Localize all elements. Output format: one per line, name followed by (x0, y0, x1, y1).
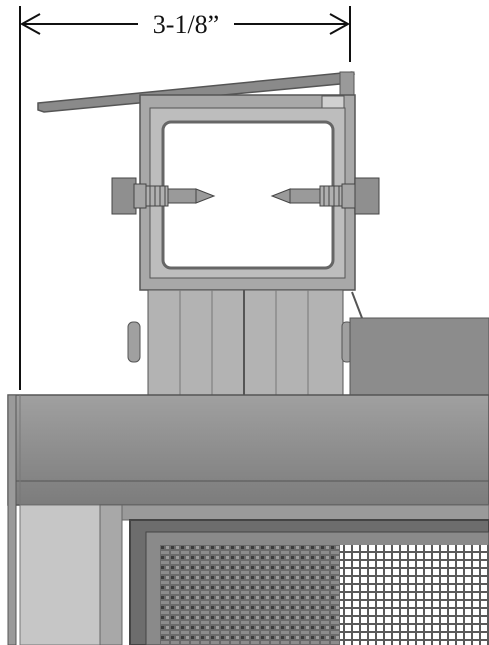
left-bolt (111, 177, 216, 215)
window-frame-header (7, 394, 489, 645)
dimension-label: 3-1/8” (138, 5, 234, 45)
side-housing (349, 291, 489, 397)
spacer-slats (127, 289, 353, 397)
mesh-dark-region (160, 545, 340, 645)
right-bolt (270, 177, 380, 215)
side-jamb (19, 504, 489, 645)
screen-panel (129, 519, 489, 645)
dimension-line (19, 6, 351, 390)
mesh-light-region (340, 545, 489, 645)
